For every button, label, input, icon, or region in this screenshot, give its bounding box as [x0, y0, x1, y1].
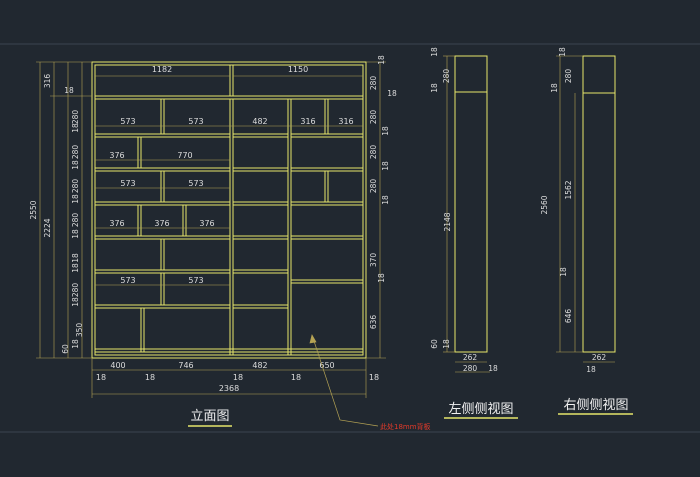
dim-left-4: 18	[71, 160, 80, 170]
front-view-title: 立面图	[190, 409, 229, 424]
dim-row2-d: 316	[300, 117, 315, 126]
front-bottom-dimension-lines	[91, 358, 367, 398]
front-right-dimension-lines	[366, 61, 386, 359]
left-dim-top-2: 18	[430, 83, 439, 93]
dim-row7-a: 573	[120, 276, 135, 285]
dim-left-14: 350	[75, 323, 84, 338]
dim-row2-c: 482	[252, 117, 267, 126]
backboard-note-leader	[309, 334, 379, 427]
dim-bottom-1: 400	[110, 361, 125, 370]
dim-left-3: 280	[71, 110, 80, 125]
front-bottom-dimension-text: 400 746 482 650 18 18 18 18 18 2368	[96, 361, 379, 393]
dim-right-7: 18	[381, 161, 390, 171]
front-left-dimension-lines	[36, 61, 92, 359]
left-dim-bottom-1: 60	[430, 339, 439, 349]
dim-right-11: 18	[377, 273, 386, 283]
dim-right-12: 636	[369, 315, 378, 330]
right-dim-top-1: 18	[558, 47, 567, 57]
right-side-dimension-text: 18 18 280 2560 1562 18 646 262 18	[540, 47, 606, 374]
front-right-dimension-text: 18 280 18 280 18 280 18 280 18 370 18 63…	[369, 55, 397, 329]
dim-right-2: 280	[369, 76, 378, 91]
dim-right-8: 280	[369, 179, 378, 194]
left-dim-height: 2148	[443, 212, 452, 231]
dim-row7-b: 573	[188, 276, 203, 285]
dim-row5-b: 376	[154, 219, 169, 228]
dim-left-15: 18	[71, 339, 80, 349]
dim-right-9: 18	[381, 195, 390, 205]
dim-right-3: 18	[387, 89, 397, 98]
right-dim-height-outer: 2560	[540, 195, 549, 214]
front-left-dimension-text: 2550 2224 316 18 18 280 18 280 18 280 18…	[29, 74, 84, 354]
dim-left-9: 280	[71, 213, 80, 228]
dim-bottom-thick-1: 18	[96, 373, 106, 382]
right-view-title: 右侧侧视图	[563, 398, 628, 413]
dim-left-5: 280	[71, 145, 80, 160]
dim-row4-b: 573	[188, 179, 203, 188]
dim-bottom-thick-3: 18	[233, 373, 243, 382]
left-dim-width-inner: 262	[463, 353, 478, 362]
dim-row3-a: 376	[109, 151, 124, 160]
dim-left-6: 18	[71, 194, 80, 204]
dim-right-10: 370	[369, 253, 378, 268]
left-view-title: 左侧侧视图	[448, 402, 513, 417]
dim-right-1: 18	[377, 55, 386, 65]
dim-row3-b: 770	[177, 151, 192, 160]
dim-bottom-2: 746	[178, 361, 193, 370]
dim-left-1: 18	[64, 86, 74, 95]
dim-row4-a: 573	[120, 179, 135, 188]
backboard-note: 此处18mm背板	[380, 422, 431, 431]
left-dim-width-outer: 280	[463, 364, 478, 373]
dim-row2-b: 573	[188, 117, 203, 126]
dim-right-5: 18	[381, 126, 390, 136]
sheet-frame	[0, 43, 700, 433]
front-inner-dimension-lines	[95, 75, 363, 286]
dim-left-10: 18	[71, 263, 80, 273]
dim-top-left-width: 1182	[152, 65, 172, 74]
right-dim-width-inner: 262	[592, 353, 607, 362]
dim-bottom-thick-2: 18	[145, 373, 155, 382]
dim-row5-c: 376	[199, 219, 214, 228]
left-dim-width-thick: 18	[488, 364, 498, 373]
right-dim-top-3: 280	[564, 69, 573, 84]
right-dim-mid: 18	[559, 267, 568, 277]
dim-left-16: 60	[61, 344, 70, 354]
dim-top-box-height: 316	[43, 74, 52, 89]
right-side-view-cabinet	[582, 55, 616, 353]
front-inner-dimension-text: 1182 1150 573 573 482 316 316 376 770 57…	[109, 65, 353, 285]
dim-right-4: 280	[369, 110, 378, 125]
left-side-dimension-lines	[443, 55, 490, 373]
dim-bottom-3: 482	[252, 361, 267, 370]
dim-total-height: 2550	[29, 200, 38, 219]
right-dim-width-thick: 18	[586, 365, 596, 374]
front-elevation-cabinet	[91, 61, 367, 359]
left-side-dimension-text: 18 18 280 2148 60 18 262 280 18	[430, 47, 498, 373]
right-dim-lower: 646	[564, 309, 573, 324]
dim-bottom-4: 650	[319, 361, 334, 370]
dim-left-8: 18	[71, 229, 80, 239]
dim-left-11: 18	[71, 297, 80, 307]
dim-total-width: 2368	[219, 384, 239, 393]
dim-left-12: 280	[71, 283, 80, 298]
dim-right-6: 280	[369, 145, 378, 160]
right-side-dimension-lines	[556, 55, 615, 363]
left-dim-top-3: 280	[442, 69, 451, 84]
dim-left-2: 18	[71, 123, 80, 133]
dim-top-right-width: 1150	[288, 65, 308, 74]
dim-row5-a: 376	[109, 219, 124, 228]
dim-left-7: 280	[71, 179, 80, 194]
left-side-view-cabinet	[454, 55, 488, 353]
left-dim-top-1: 18	[430, 47, 439, 57]
right-dim-height-inner: 1562	[564, 180, 573, 199]
dim-bottom-thick-4: 18	[291, 373, 301, 382]
dim-bottom-thick-5: 18	[369, 373, 379, 382]
dim-body-height: 2224	[43, 218, 52, 237]
right-dim-top-2: 18	[550, 83, 559, 93]
left-dim-bottom-2: 18	[442, 339, 451, 349]
dim-left-13: 18	[71, 253, 80, 263]
dim-row2-e: 316	[338, 117, 353, 126]
dim-row2-a: 573	[120, 117, 135, 126]
